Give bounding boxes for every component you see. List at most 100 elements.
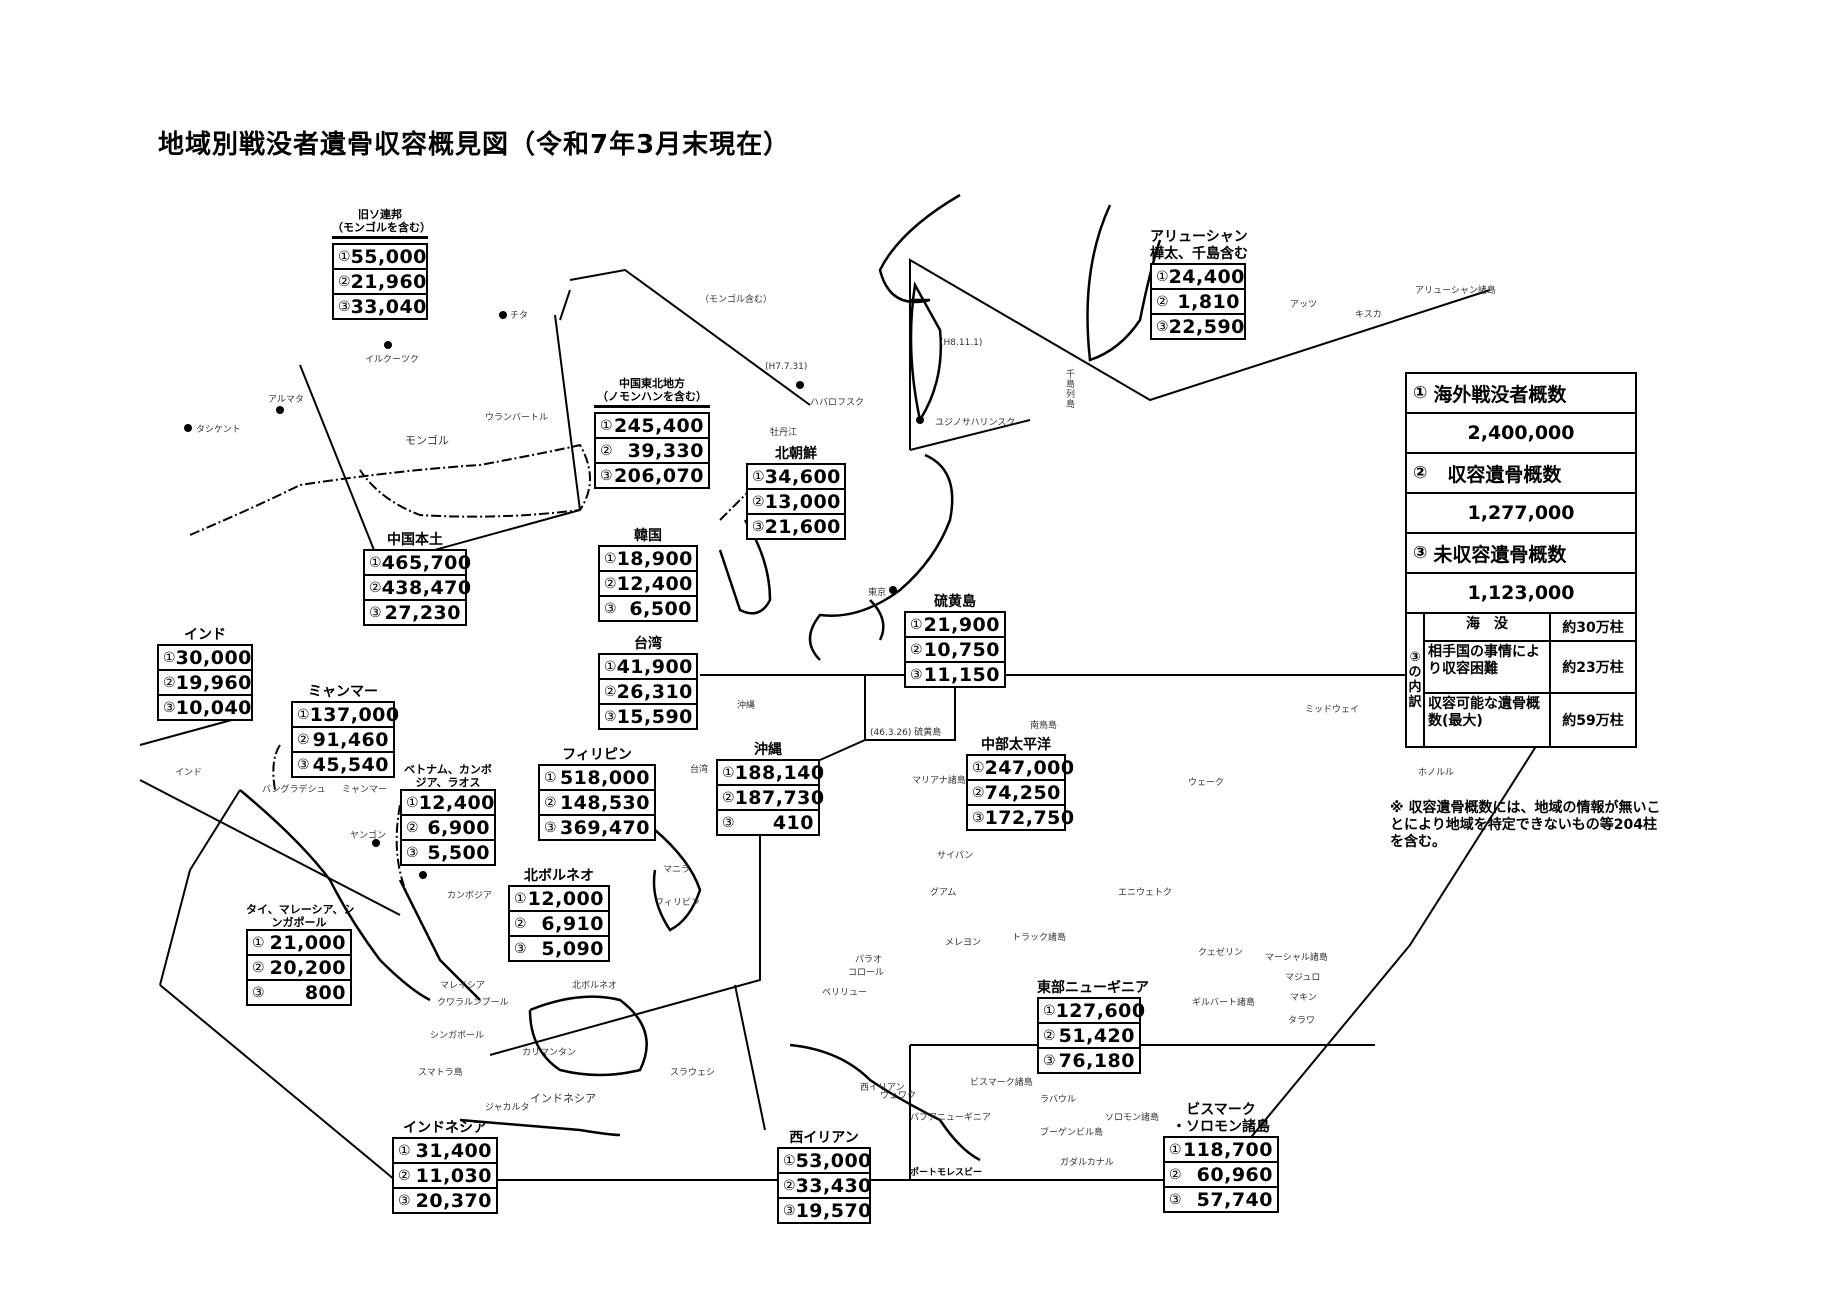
map-label-rabaul: ラバウル (1040, 1095, 1076, 1105)
map-label-midway: ミッドウェイ (1305, 705, 1360, 715)
map-label-wake: ウェーク (1188, 778, 1225, 788)
value-war-dead: 118,700 (1182, 1138, 1273, 1161)
map-label-majuro: マジュロ (1285, 973, 1321, 983)
marker-3: ③ (398, 1192, 411, 1209)
breakdown-side-char: 内 (1408, 680, 1422, 695)
boundary-ne-asia (299, 268, 811, 567)
marker-2: ② (163, 674, 176, 691)
marker-3: ③ (600, 467, 613, 484)
border-china-korea (719, 479, 761, 521)
value-recovered: 51,420 (1058, 1024, 1135, 1047)
border-ussr-mongolia (189, 443, 591, 536)
marker-3: ③ (604, 708, 617, 725)
coast-alaska (1086, 204, 1162, 362)
value-recovered: 187,730 (734, 786, 825, 809)
summary-unrecovered-label: 未収容遺骨概数 (1433, 543, 1567, 566)
marker-3: ③ (1169, 1191, 1182, 1208)
boundary-iwo-box (864, 675, 956, 741)
value-unrecovered: 27,230 (384, 601, 461, 624)
map-label-melekeok: メレヨン (945, 938, 982, 948)
page-title: 地域別戦没者遺骨収容概見図（令和7年3月末現在） (158, 130, 791, 160)
value-unrecovered: 5,090 (541, 937, 604, 960)
marker-1: ① (297, 706, 310, 723)
region-name: 沖縄 (754, 742, 782, 758)
value-unrecovered: 369,470 (559, 816, 650, 839)
footnote: ※ 収容遺骨概数には、地域の情報が無いことにより地域を特定できないもの等204柱… (1390, 800, 1661, 850)
breakdown-row: 収容可能な遺骨概数(最大) 約59万柱 (1425, 692, 1635, 746)
marker-2: ② (722, 789, 735, 806)
region-name: フィリピン (562, 747, 632, 763)
region-name: ビスマーク (1186, 1102, 1256, 1118)
value-war-dead: 31,400 (415, 1139, 492, 1162)
region-name: 北ボルネオ (524, 868, 594, 884)
map-label-indonesia: インドネシア (530, 1092, 596, 1105)
marker-2: ② (369, 579, 382, 596)
marker-3: ③ (783, 1202, 796, 1219)
map-label-peleliu: ペリリュー (822, 988, 868, 998)
map-label-taiwan: 台湾 (690, 765, 709, 775)
value-war-dead: 34,600 (764, 465, 841, 488)
marker-2: ② (297, 731, 310, 748)
boundary-okinawa-line (819, 739, 866, 761)
region-name: ミャンマー (308, 684, 378, 700)
region-name: 中国東北地方 (619, 377, 685, 390)
marker-1: ① (1156, 268, 1169, 285)
map-label-mariana: マリアナ諸島 (912, 776, 966, 786)
value-recovered: 19,960 (175, 671, 252, 694)
map-label-truk: トラック諸島 (1012, 933, 1067, 943)
marker-3: ③ (163, 699, 176, 716)
value-unrecovered: 11,150 (923, 663, 1000, 686)
value-unrecovered: 6,500 (629, 597, 692, 620)
map-label-saipan: サイパン (937, 851, 974, 861)
value-unrecovered: 57,740 (1196, 1188, 1273, 1211)
value-unrecovered: 5,500 (427, 841, 490, 864)
map-label-gilbert: ギルバート諸島 (1192, 998, 1256, 1008)
map-label-philippines: フィリピン (655, 898, 700, 908)
city-dot-yuzhno (916, 416, 924, 424)
region-name: 北朝鮮 (775, 446, 817, 462)
value-war-dead: 24,400 (1168, 265, 1245, 288)
city-dot-chita (499, 311, 507, 319)
map-label-kwajalein: クェゼリン (1198, 948, 1243, 958)
map-label-irkutsk: イルクーツク (365, 355, 419, 365)
value-unrecovered: 19,570 (795, 1199, 872, 1222)
marker-1: ① (369, 554, 382, 571)
map-label-papua: パプアニューギニア (910, 1113, 991, 1123)
value-unrecovered: 800 (304, 981, 346, 1004)
map-label-minamitori: 南鳥島 (1030, 721, 1058, 731)
map-label-aleutian-islands: アリューシャン諸島 (1415, 286, 1496, 296)
marker-2: ② (252, 959, 265, 976)
value-war-dead: 518,000 (559, 766, 650, 789)
value-recovered: 11,030 (415, 1164, 492, 1187)
border-myanmar (272, 744, 411, 901)
marker-2: ② (514, 915, 527, 932)
region-name: 中部太平洋 (981, 737, 1051, 753)
value-recovered: 26,310 (616, 680, 693, 703)
region-subname: ンガポール (271, 916, 327, 929)
breakdown-value: 約59万柱 (1562, 713, 1624, 729)
breakdown-label: 相手国の事情により収容困難 (1425, 642, 1551, 692)
region-name: 台湾 (634, 636, 662, 652)
value-unrecovered: 21,600 (764, 515, 841, 538)
value-war-dead: 55,000 (350, 245, 427, 268)
marker-2: ② (1156, 293, 1169, 310)
value-war-dead: 188,140 (734, 761, 825, 784)
value-war-dead: 12,000 (527, 887, 604, 910)
map-label-bougainville: ブーゲンビル島 (1040, 1128, 1104, 1138)
marker-2: ② (1043, 1027, 1056, 1044)
map-label-singapore: シンガポール (430, 1031, 485, 1041)
value-unrecovered: 172,750 (984, 806, 1075, 829)
breakdown-label: 海 没 (1425, 614, 1551, 640)
